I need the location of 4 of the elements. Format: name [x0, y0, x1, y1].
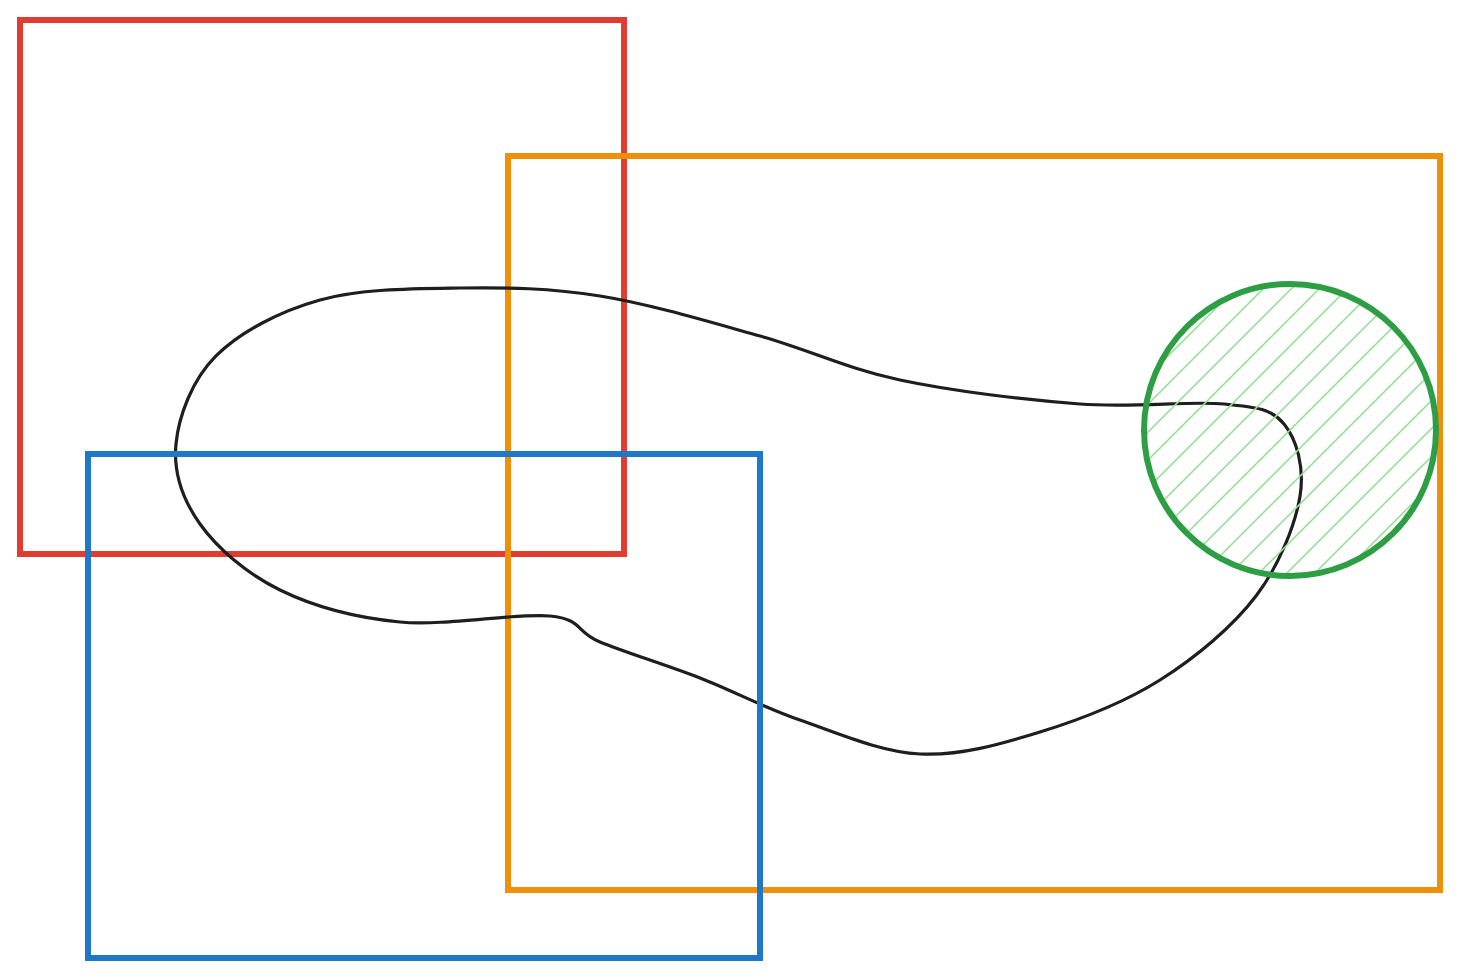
rectangle-frame: [85, 451, 763, 961]
rectangle-frame: [505, 153, 1443, 893]
hatched-circle: [1141, 281, 1439, 579]
rectangle-frame: [17, 17, 627, 557]
